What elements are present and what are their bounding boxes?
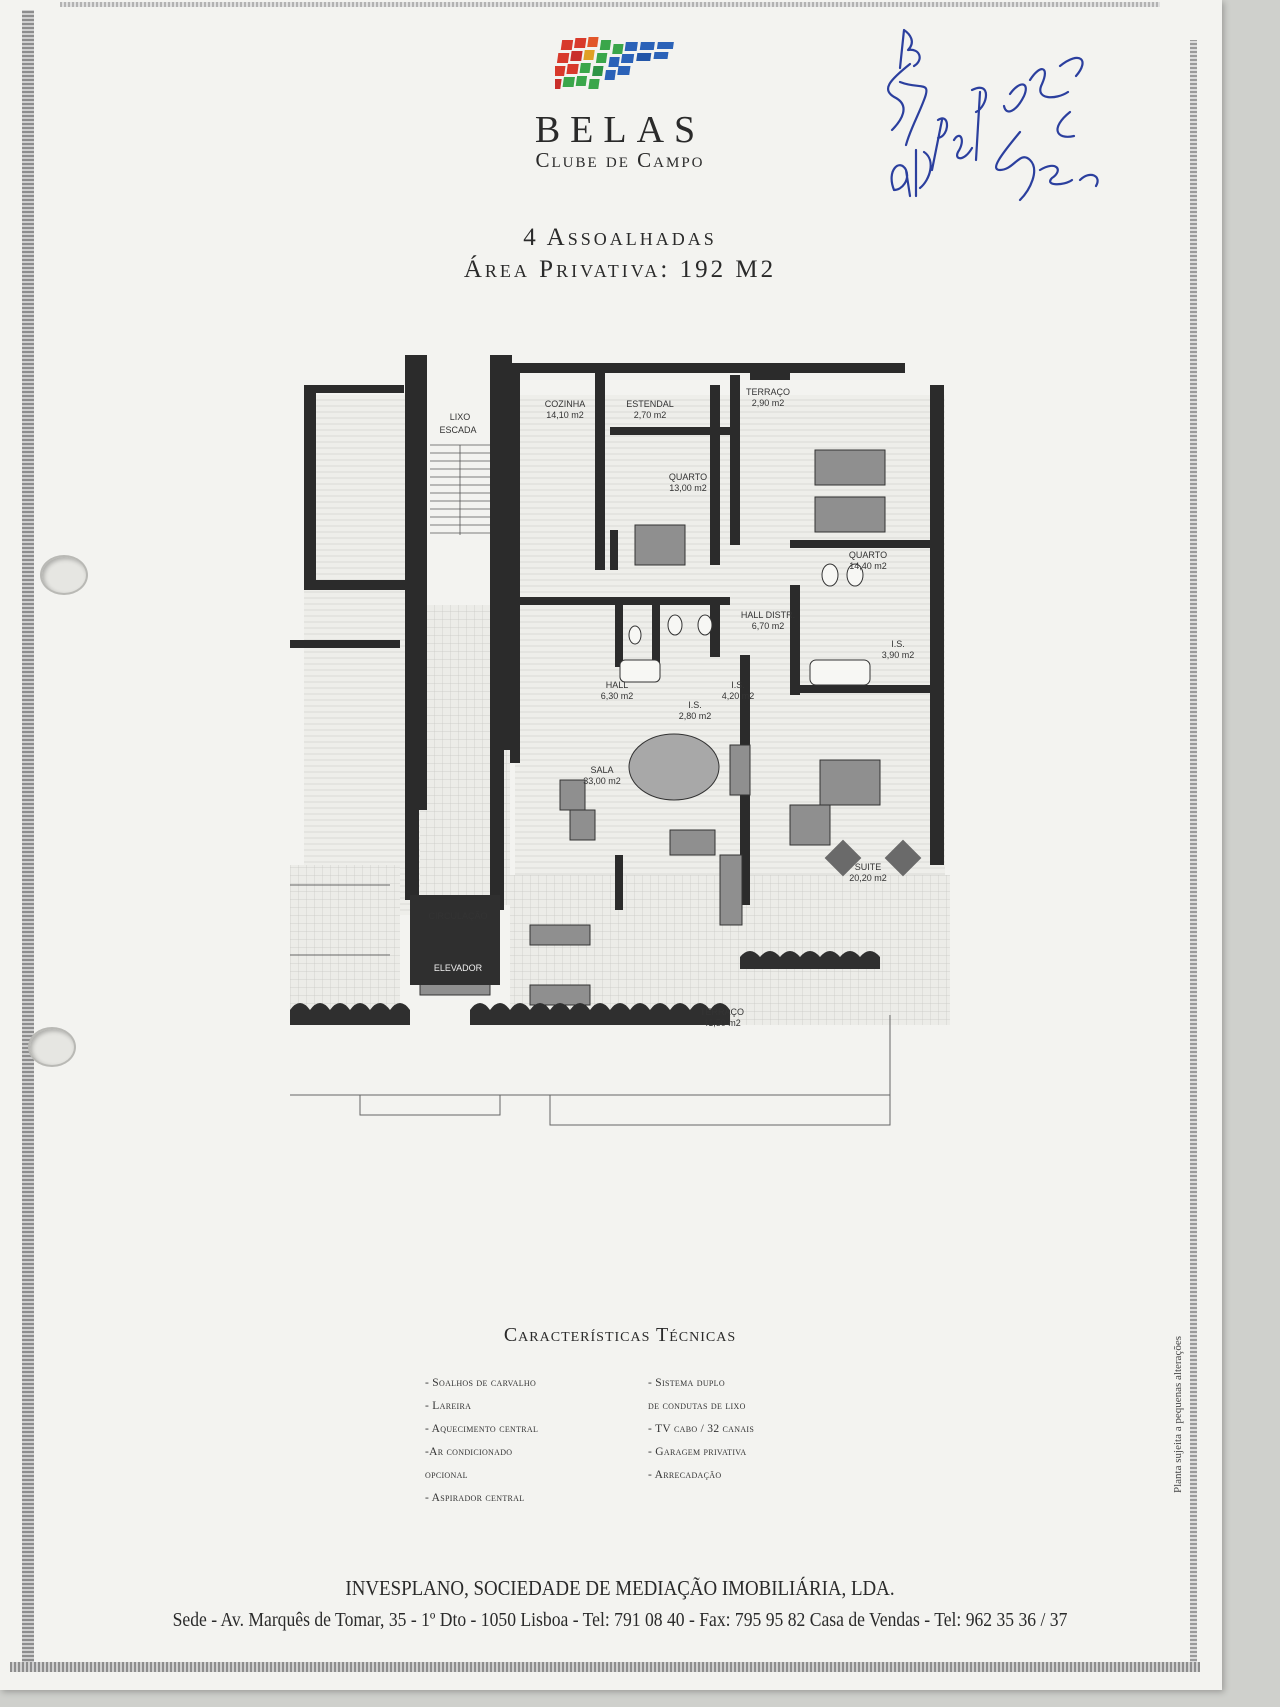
room-area: 41,50 m2 [703, 1018, 741, 1028]
room-area: 14,10 m2 [546, 410, 584, 420]
technical-list-right: - Sistema duplo de condutas de lixo - TV… [648, 1372, 848, 1487]
room-label: SUITE [855, 862, 882, 872]
room-area: 2,80 m2 [679, 711, 712, 721]
brand-subtitle: Clube de Campo [535, 148, 705, 172]
room-area: 20,20 m2 [849, 873, 887, 883]
technical-item: -Ar condicionado [425, 1446, 513, 1458]
room-label: SALA [590, 765, 613, 775]
brand-title: BELAS [534, 109, 706, 151]
technical-item: - Aspirador central [425, 1492, 525, 1504]
frame-border-right [1190, 40, 1197, 1665]
technical-item: - Lareira [425, 1400, 472, 1412]
technical-item: de condutas de lixo [648, 1400, 746, 1412]
room-label: I.S. [688, 700, 702, 710]
technical-item: - Sistema duplo [648, 1377, 725, 1389]
room-label: COZINHA [545, 399, 586, 409]
technical-title: Características Técnicas [503, 1324, 737, 1346]
rooms-heading: 4 Assoalhadas [523, 224, 717, 251]
room-area: 6,70 m2 [752, 621, 785, 631]
technical-list-left: - Soalhos de carvalho - Lareira - Aqueci… [425, 1372, 625, 1510]
technical-item: - Soalhos de carvalho [425, 1377, 537, 1389]
frame-border-bottom [10, 1662, 1200, 1672]
technical-item: - Arrecadação [648, 1469, 722, 1481]
room-label: QUARTO [849, 550, 887, 560]
room-area: 13,00 m2 [669, 483, 707, 493]
room-area: 33,00 m2 [583, 776, 621, 786]
room-label: TERRAÇO [700, 1007, 744, 1017]
belas-logo-icon [555, 37, 674, 89]
area-heading: Área Privativa: 192 M2 [463, 256, 777, 283]
room-label: ELEVADOR [434, 963, 483, 973]
frame-border-top [60, 2, 1160, 7]
frame-border-left [22, 10, 34, 1665]
room-label: ESTENDAL [626, 399, 674, 409]
company-address: Sede - Av. Marquês de Tomar, 35 - 1º Dto… [172, 1609, 1068, 1631]
technical-item: opcional [425, 1469, 468, 1481]
room-label: CIRCULAÇÃO [428, 911, 487, 921]
technical-item: - Aquecimento central [425, 1423, 539, 1435]
technical-item: - TV cabo / 32 canais [648, 1423, 755, 1435]
room-area: 2,90 m2 [752, 398, 785, 408]
handwritten-signatures [887, 28, 1099, 202]
room-label: QUARTO [669, 472, 707, 482]
plan-disclaimer: Planta sujeita a pequenas alterações [1172, 1336, 1184, 1493]
room-label: HALL DISTR. [741, 610, 795, 620]
company-name: INVESPLANO, SOCIEDADE DE MEDIAÇÃO IMOBIL… [345, 1576, 895, 1600]
technical-item: - Garagem privativa [648, 1446, 747, 1458]
room-area: 6,30 m2 [601, 691, 634, 701]
room-label: I.S. [731, 680, 745, 690]
room-area: 2,70 m2 [634, 410, 667, 420]
room-label: TERRAÇO [746, 387, 790, 397]
document-sheet: BELAS Clube de Campo 4 Assoalhadas Área … [0, 0, 1222, 1690]
room-label: ESCADA [439, 425, 476, 435]
room-area: 3,90 m2 [882, 650, 915, 660]
punch-hole [40, 555, 88, 595]
room-label: HALL [606, 680, 629, 690]
room-area: 4,20 m2 [722, 691, 755, 701]
room-label: I.S. [891, 639, 905, 649]
room-label: LIXO [450, 412, 471, 422]
floor-plan: LIXO ESCADA COZINHA 14,10 m2 ESTENDAL 2,… [290, 355, 950, 1200]
room-area: 14,40 m2 [849, 561, 887, 571]
punch-hole [28, 1027, 76, 1067]
